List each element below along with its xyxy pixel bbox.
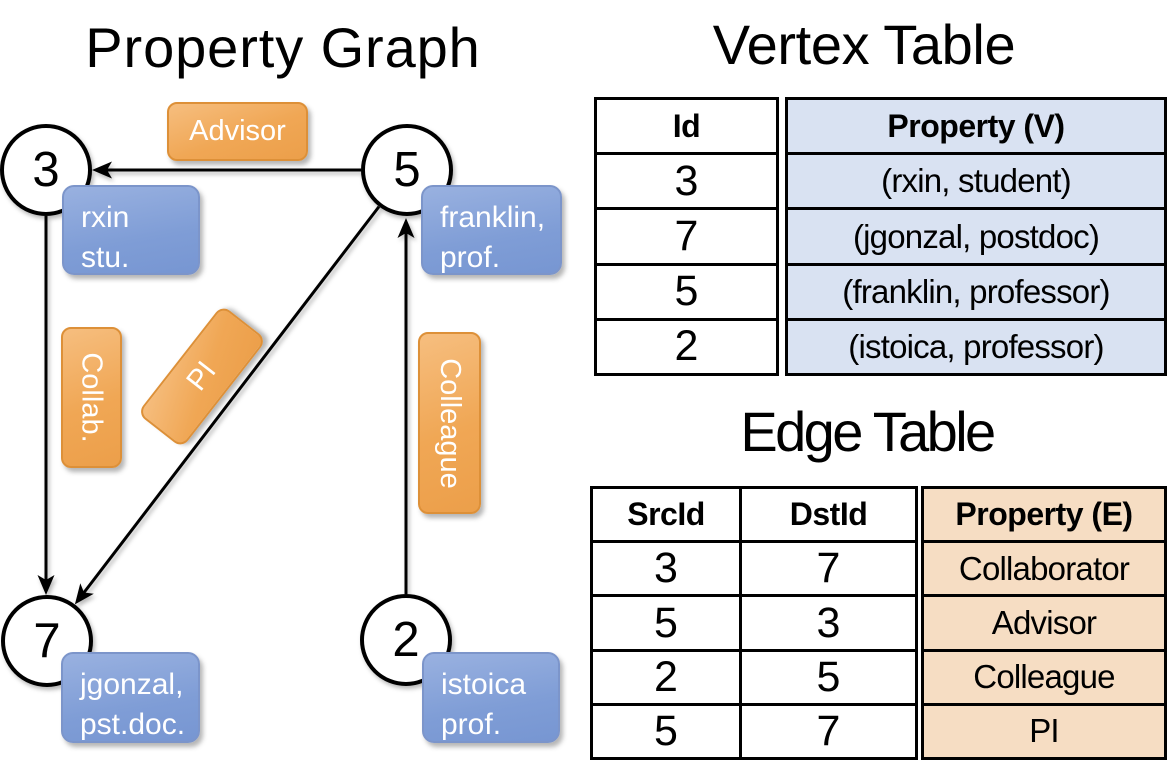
table-row: Colleague xyxy=(924,648,1164,703)
vertex-prop-line: rxin xyxy=(81,201,130,234)
edge-label-pi-text: PI xyxy=(180,355,223,397)
vertex-table-id-header: Id xyxy=(672,107,701,144)
vertex-id-cell: 5 xyxy=(674,267,699,316)
edge-src-cell: 3 xyxy=(654,544,678,593)
arrowhead-2-5 xyxy=(397,218,415,238)
node-id-7: 7 xyxy=(33,613,61,668)
edge-src-cell: 2 xyxy=(654,652,678,701)
edge-label-collab-text: Collab. xyxy=(76,352,108,443)
property-graph-title: Property Graph xyxy=(85,16,481,79)
table-row: (istoica, professor) xyxy=(788,317,1164,373)
vertex-id-cell: 2 xyxy=(674,322,699,371)
node-id-5: 5 xyxy=(393,142,421,197)
table-row: 3 7 xyxy=(593,540,915,595)
edge-line-5-7 xyxy=(81,205,381,596)
vertex-property-cell: (jgonzal, postdoc) xyxy=(852,217,1100,255)
edge-table-property-column: Property (E) Collaborator Advisor Collea… xyxy=(921,486,1167,760)
vertex-table-title: Vertex Table xyxy=(712,13,1016,76)
vertex-prop-line: pst.doc. xyxy=(80,708,186,741)
vertex-prop-line: stu. xyxy=(81,241,130,274)
edge-dst-cell: 5 xyxy=(739,651,915,703)
table-row: 2 5 xyxy=(593,648,915,703)
edge-table-property-header: Property (E) xyxy=(955,496,1133,533)
vertex-table-header-row: Id xyxy=(597,100,776,152)
node-id-3: 3 xyxy=(32,142,60,197)
vertex-property-cell: (franklin, professor) xyxy=(842,272,1110,310)
table-row: 7 xyxy=(597,207,776,262)
edge-table-dstid-header: DstId xyxy=(739,489,915,541)
table-row: 5 xyxy=(597,262,776,318)
edge-property-cell: Collaborator xyxy=(958,549,1130,587)
edge-table-title: Edge Table xyxy=(740,400,996,463)
table-row: 2 xyxy=(597,317,776,373)
vertex-table-property-header: Property (V) xyxy=(887,107,1065,144)
edge-src-cell: 5 xyxy=(654,598,678,647)
table-row: Advisor xyxy=(924,594,1164,648)
vertex-prop-box-istoica: istoica prof. xyxy=(422,652,560,743)
table-row: (franklin, professor) xyxy=(788,262,1164,318)
edge-property-cell: Advisor xyxy=(991,604,1097,641)
vertex-table-id-column: Id 3 7 5 2 xyxy=(594,97,779,376)
arrowhead-3-7 xyxy=(37,575,55,595)
vertex-prop-line: jgonzal, xyxy=(80,668,184,701)
edge-label-collab: Collab. xyxy=(61,327,122,468)
vertex-table-header-row: Property (V) xyxy=(788,100,1164,152)
edge-dst-cell: 3 xyxy=(739,597,915,649)
edge-table-id-columns: SrcId DstId 3 7 5 3 2 5 5 7 xyxy=(590,486,918,760)
edge-dst-cell: 7 xyxy=(739,705,915,758)
vertex-property-cell: (rxin, student) xyxy=(881,162,1072,200)
edge-table-srcid-header: SrcId xyxy=(627,496,705,533)
table-row: 5 7 xyxy=(593,702,915,758)
vertex-prop-box-rxin: rxin stu. xyxy=(62,185,200,275)
vertex-prop-box-jgonzal: jgonzal, pst.doc. xyxy=(61,652,200,743)
table-row: Collaborator xyxy=(924,540,1164,594)
vertex-prop-box-franklin: franklin, prof. xyxy=(421,185,562,275)
vertex-id-cell: 7 xyxy=(674,212,699,260)
vertex-id-cell: 3 xyxy=(674,156,699,205)
vertex-prop-line: istoica xyxy=(441,668,527,701)
edge-table-header-row: SrcId DstId xyxy=(593,489,915,541)
edge-label-advisor-text: Advisor xyxy=(189,115,286,147)
vertex-property-cell: (istoica, professor) xyxy=(848,327,1104,365)
vertex-prop-line: prof. xyxy=(440,241,501,274)
table-row: (rxin, student) xyxy=(788,152,1164,207)
table-row: 5 3 xyxy=(593,594,915,649)
vertex-table-property-column: Property (V) (rxin, student) (jgonzal, p… xyxy=(785,97,1167,376)
edge-table-header-row: Property (E) xyxy=(924,489,1164,540)
edge-label-colleague: Colleague xyxy=(418,332,481,514)
table-row: 3 xyxy=(597,152,776,207)
edge-label-advisor: Advisor xyxy=(167,102,308,161)
edge-src-cell: 5 xyxy=(654,706,678,755)
edge-property-cell: PI xyxy=(1029,712,1059,750)
arrowhead-5-3 xyxy=(92,161,112,179)
edge-dst-cell: 7 xyxy=(739,543,915,595)
vertex-prop-line: prof. xyxy=(441,708,502,741)
edge-property-cell: Colleague xyxy=(973,658,1115,696)
table-row: (jgonzal, postdoc) xyxy=(788,207,1164,262)
arrowhead-5-7 xyxy=(74,583,94,605)
vertex-prop-line: franklin, xyxy=(440,201,546,234)
node-id-2: 2 xyxy=(392,612,420,667)
table-row: PI xyxy=(924,702,1164,757)
edge-label-colleague-text: Colleague xyxy=(434,357,467,489)
